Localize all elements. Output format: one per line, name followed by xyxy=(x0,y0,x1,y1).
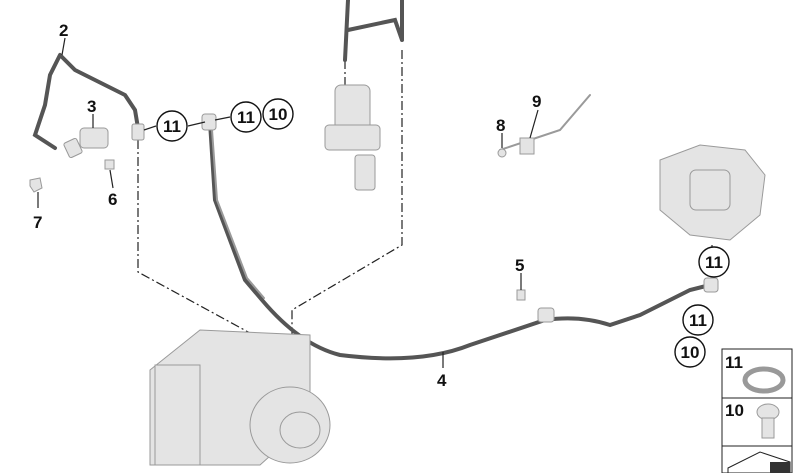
brake-caliper xyxy=(659,144,766,241)
leader-11a-left xyxy=(143,125,157,131)
sensor-cable-9 xyxy=(499,94,591,151)
callout-11d: 11 xyxy=(689,311,707,330)
clip-7 xyxy=(29,177,43,193)
callout-8: 8 xyxy=(496,116,505,135)
hose-clamp xyxy=(537,307,555,323)
hose-fitting-upper xyxy=(201,113,217,131)
callout-circle-11b xyxy=(230,101,262,133)
assembly-line-left xyxy=(137,140,273,355)
callout-5: 5 xyxy=(515,256,524,275)
callout-circle-10b xyxy=(674,336,706,368)
brake-hose-4-highlight xyxy=(211,129,265,299)
banjo-bolt-icon xyxy=(756,403,780,439)
hose-fitting-lower xyxy=(703,277,719,293)
callout-4: 4 xyxy=(437,371,447,390)
leader-11a xyxy=(187,121,206,127)
brake-hose-4 xyxy=(208,120,712,361)
parts-legend: 11 10 xyxy=(721,348,793,473)
callout-10b: 10 xyxy=(681,343,700,362)
callout-11c: 11 xyxy=(705,253,723,272)
callout-11a: 11 xyxy=(163,117,181,136)
leader-6 xyxy=(109,169,114,189)
callout-10a: 10 xyxy=(269,105,288,124)
callout-9: 9 xyxy=(532,92,541,111)
seal-ring-icon xyxy=(742,366,786,394)
callout-circle-11d xyxy=(682,304,714,336)
callout-circle-11a xyxy=(156,110,188,142)
brake-pipe-2 xyxy=(32,53,140,150)
pipe-nut-left xyxy=(131,123,145,141)
leader-11b xyxy=(214,116,231,121)
callout-circle-11c xyxy=(698,246,730,278)
more-parts-icon-shade xyxy=(770,462,790,473)
reservoir-pipe xyxy=(343,0,404,62)
sensor-3 xyxy=(63,127,109,159)
master-cylinder xyxy=(324,84,381,191)
legend-number-10: 10 xyxy=(725,401,744,420)
legend-number-11: 11 xyxy=(725,353,743,372)
callout-6: 6 xyxy=(108,190,117,209)
leader-2 xyxy=(61,37,66,56)
bolt-8 xyxy=(497,148,507,158)
leader-9 xyxy=(529,109,539,139)
bolt-6 xyxy=(104,159,115,170)
callout-2: 2 xyxy=(59,21,68,40)
callout-circle-10a xyxy=(262,98,294,130)
abs-hydraulic-unit xyxy=(149,329,331,466)
callout-11b: 11 xyxy=(237,108,255,127)
callout-7: 7 xyxy=(33,213,42,232)
bolt-5 xyxy=(516,289,526,301)
callout-3: 3 xyxy=(87,97,96,116)
bracket-9 xyxy=(519,137,535,155)
